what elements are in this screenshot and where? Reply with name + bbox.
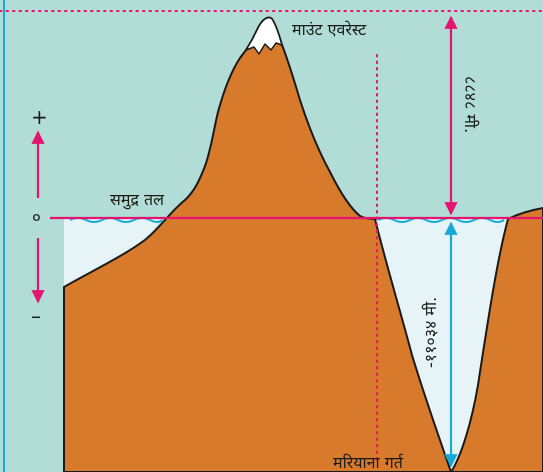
land-profile	[63, 16, 543, 472]
height-value-label: ८८४८ मी.	[461, 76, 480, 133]
scale-minus-sign: –	[31, 304, 41, 328]
scale-plus-sign: +	[31, 105, 48, 129]
trench-water	[374, 219, 508, 472]
snow-cap	[245, 16, 283, 55]
sea-level-label: समुद्र तल	[110, 190, 165, 210]
left-ocean-water	[64, 219, 162, 287]
scale-zero-label: ०	[32, 208, 41, 228]
water-surface-left	[69, 217, 163, 223]
summit-label: माउंट एवरेस्ट	[292, 20, 367, 39]
trench-label: मरियाना गर्त	[333, 453, 404, 472]
depth-value-label: -११०३४ मी.	[421, 297, 440, 368]
